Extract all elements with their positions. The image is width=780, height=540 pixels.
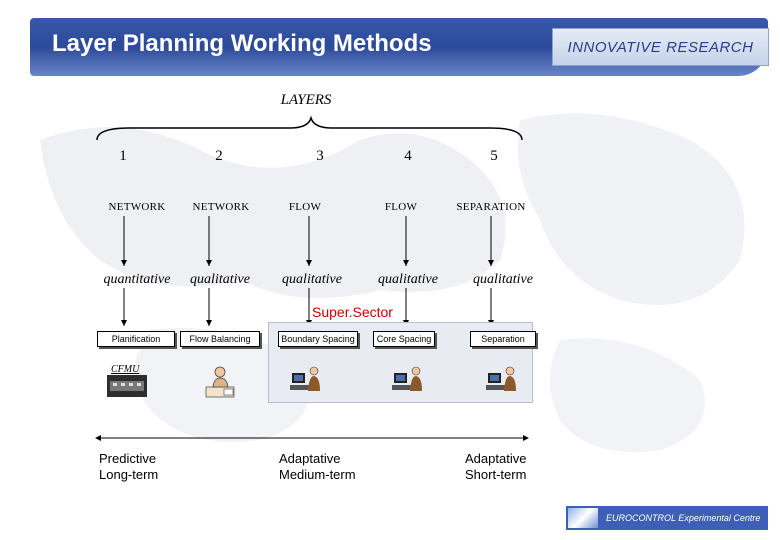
cfmu-label: CFMU	[111, 364, 140, 375]
controller-workstation-icon-3	[486, 366, 516, 391]
layers-label: LAYERS	[280, 92, 332, 108]
layer-number-5: 5	[490, 148, 498, 164]
layer-category-1: NETWORK	[108, 201, 166, 213]
layer-mode-2: qualitative	[190, 272, 250, 287]
layers-brace	[96, 115, 523, 141]
layer-category-3: FLOW	[288, 201, 322, 213]
layer-mode-5: qualitative	[473, 272, 533, 287]
box-separation: Separation	[470, 331, 536, 347]
box-flow-balancing: Flow Balancing	[180, 331, 260, 347]
timeline-mid-line2: Medium-term	[279, 467, 356, 482]
layer-category-2: NETWORK	[192, 201, 250, 213]
timeline-mid-line1: Adaptative	[279, 451, 341, 466]
planner-person-icon	[205, 366, 235, 398]
layer-mode-3: qualitative	[282, 272, 342, 287]
layer-mode-4: qualitative	[378, 272, 438, 287]
timeline-right-line2: Short-term	[465, 467, 527, 482]
controller-workstation-icon-1	[290, 366, 320, 391]
footer-banner: EUROCONTROL Experimental Centre	[566, 506, 768, 530]
box-core-spacing: Core Spacing	[373, 331, 435, 347]
layer-number-4: 4	[404, 148, 412, 164]
timeline-right-line1: Adaptative	[465, 451, 527, 466]
timeline-left-line2: Long-term	[99, 467, 159, 482]
box-boundary-spacing: Boundary Spacing	[278, 331, 358, 347]
timeline-right: Adaptative Short-term	[465, 451, 526, 483]
cfmu-building-icon	[107, 375, 147, 397]
controller-workstation-icon-2	[392, 366, 422, 391]
page-title: Layer Planning Working Methods	[52, 30, 432, 57]
timeline-left: Predictive Long-term	[99, 451, 158, 483]
timeline-left-line1: Predictive	[99, 451, 157, 466]
box-planification: Planification	[97, 331, 175, 347]
timeline-middle: Adaptative Medium-term	[279, 451, 356, 483]
footer-text: EUROCONTROL Experimental Centre	[606, 513, 761, 523]
layer-category-5: SEPARATION	[456, 201, 526, 213]
eurocontrol-logo-icon	[568, 508, 598, 528]
layer-number-2: 2	[215, 148, 223, 164]
layer-category-4: FLOW	[384, 201, 418, 213]
layer-number-3: 3	[316, 148, 324, 164]
layer-mode-1: quantitative	[103, 272, 171, 287]
supersector-label: Super.Sector	[312, 304, 393, 320]
layer-number-1: 1	[119, 148, 127, 164]
innovative-research-logo: INNOVATIVE RESEARCH	[552, 28, 769, 66]
